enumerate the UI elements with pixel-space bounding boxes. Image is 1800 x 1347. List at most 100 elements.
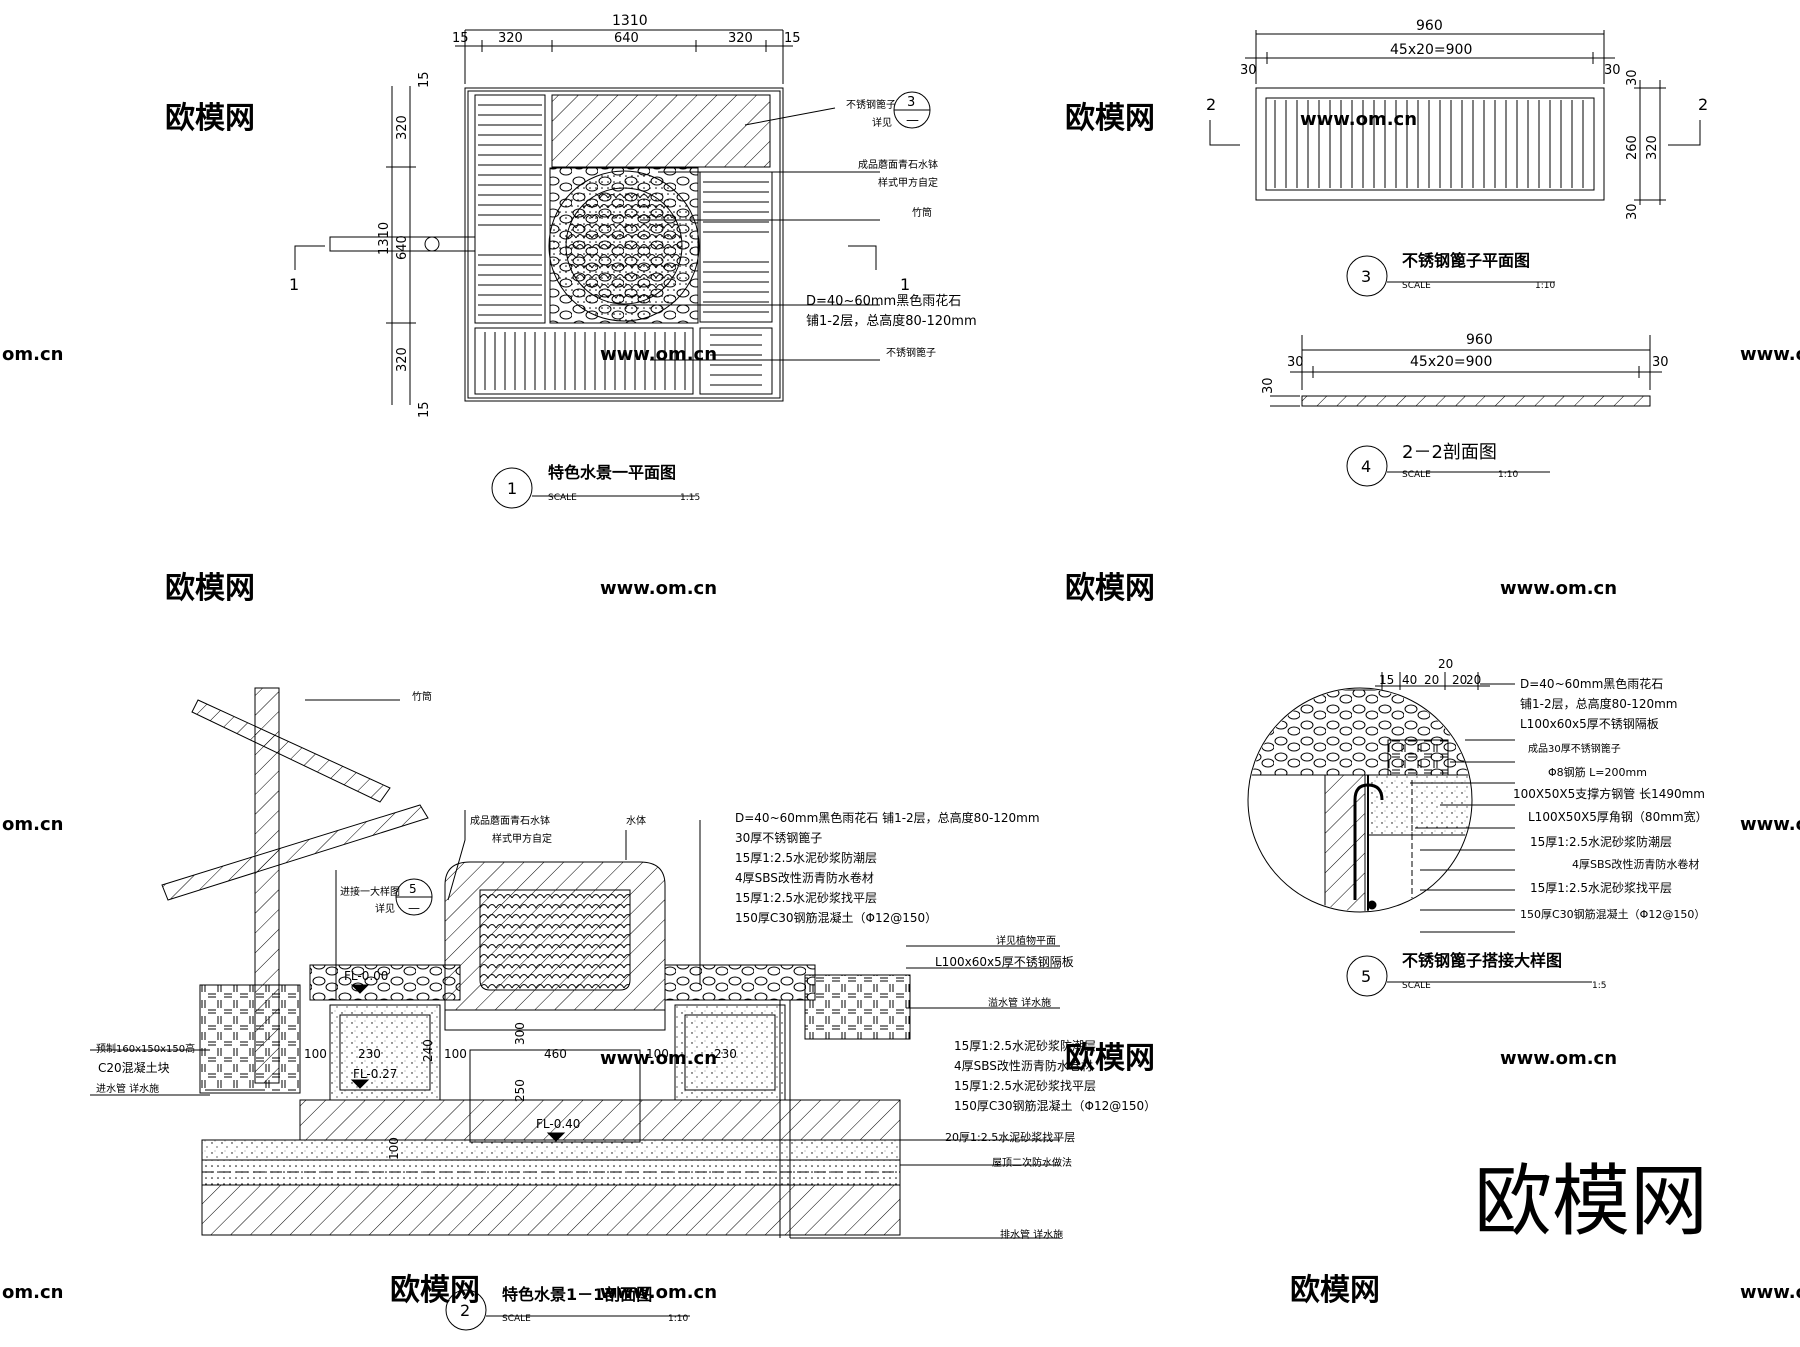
d3-v-bottom: 30 bbox=[1625, 203, 1640, 220]
d5-layer: Φ8钢筋 L=200mm bbox=[1548, 765, 1647, 779]
d2-dim-100d: 100 bbox=[387, 1137, 401, 1160]
d4-title: 2－2剖面图 bbox=[1402, 442, 1497, 463]
d5-dim: 40 bbox=[1402, 673, 1417, 687]
d2-layer: 15厚1:2.5水泥砂浆防潮层 bbox=[735, 850, 877, 865]
drawing-2-text: 竹筒 成品蘑面青石水钵 样式甲方自定 水体 进接一大样图 详见 5 — D=40… bbox=[96, 690, 1156, 1324]
brand-watermark: 欧模网 bbox=[1474, 1157, 1708, 1247]
d2-scale-label: SCALE bbox=[502, 1314, 531, 1324]
drawing-4-section bbox=[1270, 335, 1662, 487]
d1-title-number: 1 bbox=[507, 479, 517, 498]
d1-callout-bamboo: 竹筒 bbox=[912, 206, 932, 219]
d3-scale: 1:10 bbox=[1535, 281, 1555, 291]
d3-inner: 45x20=900 bbox=[1390, 42, 1472, 58]
d2-layer: 4厚SBS改性沥青防水卷材 bbox=[735, 870, 874, 885]
d2-dim-100a: 100 bbox=[304, 1047, 327, 1061]
drawing-1-text: 1310 15 320 640 320 15 15 320 1310 640 3… bbox=[289, 13, 977, 503]
d5-layer: 150厚C30钢筋混凝土（Φ12@150） bbox=[1520, 907, 1705, 921]
d1-scale-label: SCALE bbox=[548, 493, 577, 503]
d5-title: 不锈钢篦子搭接大样图 bbox=[1402, 951, 1562, 970]
d2-right-layer: 15厚1:2.5水泥砂浆找平层 bbox=[954, 1078, 1096, 1093]
d5-dim: 20 bbox=[1452, 673, 1467, 687]
d1-section-mark-right: 1 bbox=[900, 275, 910, 294]
d2-fl-3: FL-0.00 bbox=[344, 969, 388, 983]
d1-callout-grate: 不锈钢篦子 bbox=[846, 98, 896, 111]
d2-dim-460: 460 bbox=[544, 1047, 567, 1061]
d3-v-top: 30 bbox=[1625, 69, 1640, 86]
d2-title: 特色水景1－1剖面图 bbox=[502, 1285, 652, 1304]
d2-dim-240: 240 bbox=[421, 1039, 435, 1062]
watermarks: 欧模网 欧模网 欧模网 欧模网 欧模网 欧模网 欧模网 www.om.cn ww… bbox=[2, 101, 1800, 1308]
d2-right-roof: 屋顶二次防水做法 bbox=[992, 1156, 1072, 1169]
d3-title-number: 3 bbox=[1361, 267, 1371, 286]
d2-scale: 1:10 bbox=[668, 1314, 688, 1324]
drawing-1-plan bbox=[294, 29, 931, 509]
watermark-logo: 欧模网 bbox=[1065, 571, 1155, 606]
d2-title-number: 2 bbox=[460, 1301, 470, 1320]
d5-dim: 20 bbox=[1466, 673, 1481, 687]
watermark-logo: 欧模网 bbox=[165, 571, 255, 606]
d2-layer: D=40~60mm黑色雨花石 铺1-2层，总高度80-120mm bbox=[735, 810, 1040, 825]
watermark-site-short: om.cn bbox=[2, 1282, 63, 1303]
grate-bars-3 bbox=[1274, 100, 1584, 188]
d2-dim-300: 300 bbox=[513, 1022, 527, 1045]
d4-inner: 45x20=900 bbox=[1410, 354, 1492, 370]
d1-seg-edge-right: 15 bbox=[784, 31, 801, 46]
d3-edge-right: 30 bbox=[1604, 63, 1621, 78]
d2-right-layer: 4厚SBS改性沥青防水卷材 bbox=[954, 1058, 1093, 1073]
watermark-site: www.om.cn bbox=[1300, 109, 1417, 130]
drawing-2-section bbox=[90, 687, 1060, 1331]
d3-v-total: 320 bbox=[1645, 135, 1660, 160]
d2-callout-bamboo: 竹筒 bbox=[412, 690, 432, 703]
drawing-3-text: 960 45x20=900 30 30 30 260 320 30 2 2 3 … bbox=[1206, 18, 1708, 291]
d2-fl-1: FL-0.27 bbox=[353, 1067, 397, 1081]
d2-layer: 15厚1:2.5水泥砂浆找平层 bbox=[735, 890, 877, 905]
d2-detail-bubble-top: 5 bbox=[409, 882, 417, 896]
d2-left-block-2: C20混凝土块 bbox=[98, 1060, 170, 1075]
d5-layer: 4厚SBS改性沥青防水卷材 bbox=[1572, 857, 1699, 871]
watermark-site: www.om.cn bbox=[1500, 1048, 1617, 1069]
d1-title: 特色水景一平面图 bbox=[548, 463, 676, 482]
d5-dim: 15 bbox=[1379, 673, 1394, 687]
d5-dim: 20 bbox=[1438, 657, 1453, 671]
d2-right-drain: 排水管 详水施 bbox=[1000, 1228, 1063, 1241]
d1-section-mark-left: 1 bbox=[289, 275, 299, 294]
d3-section-left: 2 bbox=[1206, 95, 1216, 114]
d2-dim-230a: 230 bbox=[358, 1047, 381, 1061]
d5-layer: 铺1-2层，总高度80-120mm bbox=[1520, 696, 1677, 711]
d1-callout-grate2: 不锈钢篦子 bbox=[886, 346, 936, 359]
d2-right-layer: 15厚1:2.5水泥砂浆防潮层 bbox=[954, 1038, 1096, 1053]
watermark-site: www.om.cn bbox=[1740, 1282, 1800, 1303]
d1-v-bottom-edge: 15 bbox=[417, 401, 432, 418]
d1-callout-grate-ref: 详见 bbox=[872, 116, 892, 129]
watermark-site: www.om.cn bbox=[600, 578, 717, 599]
d2-detail-bubble-bottom: — bbox=[408, 901, 420, 915]
d1-v-overall: 1310 bbox=[377, 222, 392, 255]
d4-scale: 1:10 bbox=[1498, 470, 1518, 480]
d4-title-number: 4 bbox=[1361, 457, 1371, 476]
d2-layer: 30厚不锈钢篦子 bbox=[735, 830, 822, 845]
d1-seg-edge-left: 15 bbox=[452, 31, 469, 46]
d4-edge-right: 30 bbox=[1652, 355, 1669, 370]
drawing-5-text: 15 40 20 20 20 20 D=40~60mm黑色雨花石 铺1-2层，总… bbox=[1361, 657, 1708, 991]
d5-scale: 1:5 bbox=[1592, 981, 1606, 991]
d3-scale-label: SCALE bbox=[1402, 281, 1431, 291]
d1-grate-bubble-top: 3 bbox=[907, 95, 915, 110]
d2-dim-100b: 100 bbox=[444, 1047, 467, 1061]
d1-scale: 1:15 bbox=[680, 493, 700, 503]
d1-seg-left: 320 bbox=[498, 31, 523, 46]
drawing-3-grate-plan bbox=[1209, 30, 1701, 297]
d4-width: 960 bbox=[1466, 332, 1493, 348]
d5-title-number: 5 bbox=[1361, 967, 1371, 986]
d2-right-3: 溢水管 详水施 bbox=[988, 996, 1051, 1009]
d2-callout-detail: 进接一大样图 bbox=[340, 885, 400, 898]
d5-layer: 15厚1:2.5水泥砂浆防潮层 bbox=[1530, 834, 1672, 849]
watermark-site: www.om.cn bbox=[1500, 578, 1617, 599]
d1-callout-basin-1: 成品蘑面青石水钵 bbox=[858, 158, 938, 171]
d2-fl-2: FL-0.40 bbox=[536, 1117, 580, 1131]
d1-v-mid: 640 bbox=[395, 235, 410, 260]
d2-callout-basin-2: 样式甲方自定 bbox=[492, 832, 552, 845]
d5-layer: 成品30厚不锈钢篦子 bbox=[1528, 742, 1621, 755]
d5-layer: L100X50X5厚角钢（80mm宽） bbox=[1528, 809, 1708, 824]
watermark-logo: 欧模网 bbox=[1065, 101, 1155, 136]
